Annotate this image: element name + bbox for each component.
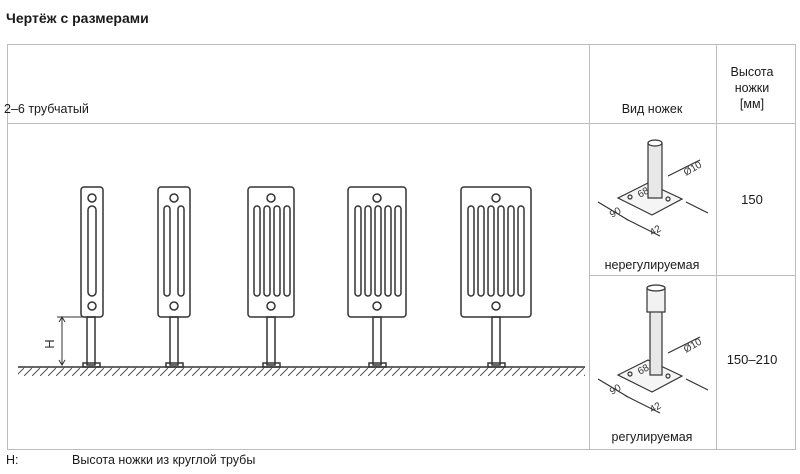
adjustable-leg-detail [597, 284, 709, 414]
radiator-4-tube [247, 186, 295, 368]
fixed-leg-detail [597, 139, 709, 237]
radiator-6-tube [460, 186, 532, 368]
height-header-line: [мм] [739, 97, 765, 111]
fixed-leg-dim-b: 90 [608, 205, 624, 220]
adjustable-leg-dim-d: Ø10 [682, 336, 704, 355]
height-dimension-label: H [42, 339, 57, 348]
header-divider [8, 123, 795, 124]
row-divider [589, 275, 795, 276]
height-header-line: Высота [730, 65, 774, 79]
adjustable-leg-dim-a: 68 [636, 362, 652, 377]
radiator-2-tube [80, 186, 104, 368]
type-header: 2–6 трубчатый [4, 102, 89, 116]
caption-fixed-leg: нерегулируемая [604, 258, 700, 272]
page-title: Чертёж с размерами [6, 10, 149, 26]
leg-view-header: Вид ножек [621, 102, 683, 116]
height-dimension [57, 316, 86, 366]
radiator-5-tube [347, 186, 407, 368]
height-value-fixed: 150 [741, 192, 763, 207]
dimension-table [7, 44, 796, 450]
radiator-3-tube [157, 186, 191, 368]
column-divider [589, 45, 590, 449]
height-header-line: ножки [734, 81, 770, 95]
adjustable-leg-dim-b: 90 [608, 382, 624, 397]
floor [18, 366, 585, 376]
legend-key: H: [6, 453, 19, 467]
fixed-leg-dim-a: 68 [636, 185, 652, 200]
height-value-adjustable: 150–210 [726, 352, 778, 367]
adjustable-leg-dim-c: 42 [648, 400, 664, 415]
fixed-leg-dim-d: Ø10 [682, 159, 704, 178]
column-divider [716, 45, 717, 449]
caption-adjustable-leg: регулируемая [611, 430, 693, 444]
height-header: Высота ножки [мм] [716, 64, 788, 112]
legend-text: Высота ножки из круглой трубы [72, 453, 256, 467]
fixed-leg-dim-c: 42 [648, 223, 664, 238]
